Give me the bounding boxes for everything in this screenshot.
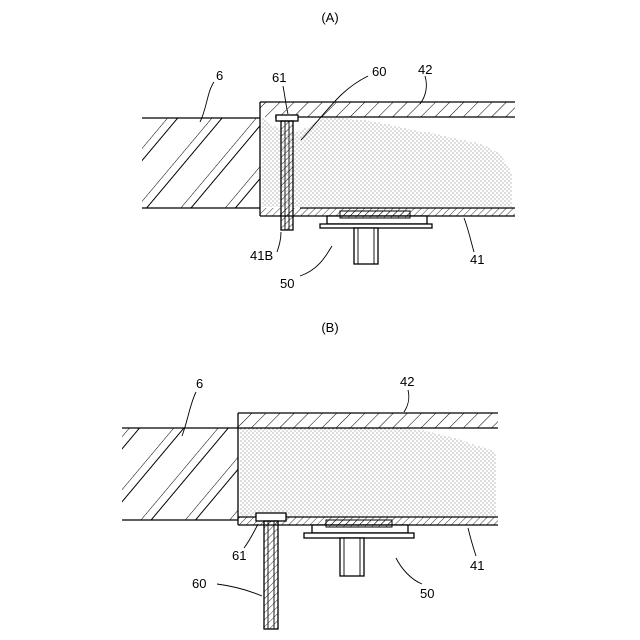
label-bottom-wall-41: 41 <box>470 252 484 267</box>
drain-fitting <box>320 211 432 264</box>
panel-b: (B) <box>122 320 498 629</box>
box-body <box>238 413 498 525</box>
label-pipe-60: 60 <box>372 64 386 79</box>
panel-b-caption: (B) <box>321 320 338 335</box>
label-top-wall-42: 42 <box>418 62 432 77</box>
panel-a: (A) <box>142 10 515 291</box>
label-glass-6: 6 <box>216 68 223 83</box>
glass-pane <box>122 428 238 520</box>
top-wall <box>238 413 498 428</box>
label-top-wall-42: 42 <box>400 374 414 389</box>
panel-a-caption: (A) <box>321 10 338 25</box>
drain-pipe <box>256 513 286 629</box>
label-flange-61: 61 <box>272 70 286 85</box>
glass-pane <box>142 118 260 208</box>
label-glass-6: 6 <box>196 376 203 391</box>
drain-fitting <box>304 520 414 576</box>
label-flange-61: 61 <box>232 548 246 563</box>
label-fitting-50: 50 <box>280 276 294 291</box>
label-hole-41b: 41B <box>250 248 273 263</box>
label-pipe-60: 60 <box>192 576 206 591</box>
label-fitting-50: 50 <box>420 586 434 601</box>
label-bottom-wall-41: 41 <box>470 558 484 573</box>
